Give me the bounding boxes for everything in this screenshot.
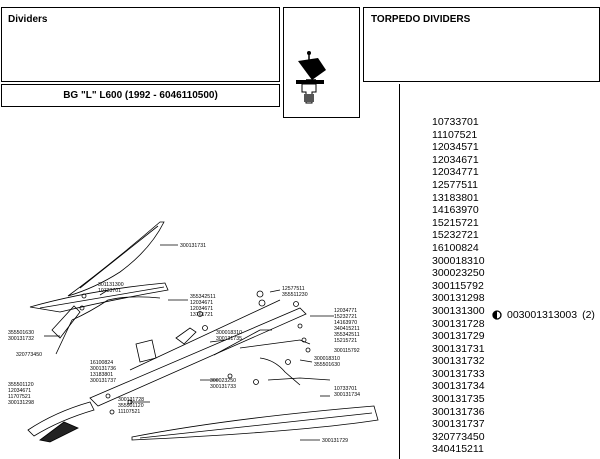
diagram-callout-label: 300131734 <box>334 392 360 398</box>
parts-list-item: 13183801 <box>432 191 479 204</box>
parts-list-item: 300131735 <box>432 393 485 406</box>
diagram-callout-label: 355342511 <box>190 294 216 300</box>
diagram-callout-label: 14163970 <box>334 320 357 326</box>
diagram-callout-label: 12034671 <box>190 300 213 306</box>
thumbnail-box <box>283 7 360 118</box>
diagram-callout-label: 10733701 <box>98 288 121 294</box>
diagram-callout-label: 300115792 <box>334 348 360 354</box>
diagram-callout-label: 320773450 <box>16 352 42 358</box>
diagram-callout-label: 300018310 <box>216 330 242 336</box>
diagram-callout-label: 11707521 <box>8 394 31 400</box>
diagram-callout-label: 301131300 <box>98 282 124 288</box>
parts-list-item: 320773450 <box>432 430 485 443</box>
diagram-labels: 3001317313011313001073370135534251112034… <box>8 243 360 444</box>
diagram-callout-label: 355342511 <box>334 332 360 338</box>
page-title: TORPEDO DIVIDERS <box>371 14 471 25</box>
diagram-callout-label: 300131735 <box>216 336 242 342</box>
diagram-callout-label: 300131736 <box>90 366 116 372</box>
diagram-callout-label: 355501630 <box>314 362 340 368</box>
diagram-callout-label: 300131729 <box>322 438 348 444</box>
parts-list-item: 300115792 <box>432 279 484 292</box>
parts-list-item: 340415211 <box>432 443 484 456</box>
parts-list-item: 300023250 <box>432 267 485 280</box>
diagram-callout-label: 300131728 <box>118 397 144 403</box>
parts-list-item: 12577511 <box>432 178 478 191</box>
divider-thumbnail-icon <box>296 51 326 104</box>
parts-list-item: 300018310 <box>432 254 485 267</box>
parts-list-item: 300131732 <box>432 355 485 368</box>
diagram-callout-label: 300131737 <box>90 378 116 384</box>
diagram-callout-label: 355511230 <box>282 292 308 298</box>
diagram-callout-label: 340415211 <box>334 326 360 332</box>
parts-list-item: 300131728 <box>432 317 485 330</box>
diagram-callout-label: 15215721 <box>334 338 357 344</box>
parts-list-item: 300131298 <box>432 292 485 305</box>
parts-list-item: 12034771 <box>432 166 479 179</box>
parts-list-item: 16100824 <box>432 241 479 254</box>
diagram-callout-label: 15232721 <box>334 314 357 320</box>
parts-list-item: 300131734 <box>432 380 485 393</box>
diagram-callout-label: 300023250 <box>210 378 236 384</box>
parts-list-item: 11107521 <box>432 128 478 141</box>
diagram-callout-label: 13761721 <box>190 312 213 318</box>
parts-list-item: 15232721 <box>432 229 479 242</box>
parts-list-item: 15215721 <box>432 216 479 229</box>
parts-list-item: 300131736 <box>432 405 485 418</box>
diagram-callout-label: 300131731 <box>180 243 206 249</box>
diagram-callout-label: 12577511 <box>282 286 305 292</box>
section-box: Dividers <box>1 7 280 82</box>
title-box: TORPEDO DIVIDERS <box>363 7 600 82</box>
highlight-quantity: (2) <box>582 309 595 321</box>
parts-list-item: 300131731 <box>432 342 485 355</box>
parts-list-item: 12034671 <box>432 153 479 166</box>
highlight-reference: 003001313003 (2) <box>492 309 595 321</box>
diagram-callout-label: 300018310 <box>314 356 340 362</box>
diagram-callout-label: 10733701 <box>334 386 357 392</box>
column-divider <box>399 84 400 459</box>
model-box: BG "L" L600 (1992 - 6046110500) <box>1 84 280 107</box>
diagram-callout-label: 12034671 <box>8 388 31 394</box>
parts-list-item: 12034571 <box>432 141 479 154</box>
parts-list-item: 300131733 <box>432 367 485 380</box>
diagram-callout-label: 300131732 <box>8 336 34 342</box>
diagram-callout-label: 11107521 <box>118 409 140 415</box>
parts-list-item: 300131737 <box>432 418 485 431</box>
highlight-part-number: 003001313003 <box>507 309 578 321</box>
diagram-callout-label: 355501120 <box>118 403 144 409</box>
half-filled-circle-icon <box>492 310 502 320</box>
parts-list-item: 10733701 <box>432 116 479 128</box>
diagram-callout-label: 12034771 <box>334 308 357 314</box>
diagram-callout-label: 300131733 <box>210 384 236 390</box>
diagram-callout-label: 16100824 <box>90 360 113 366</box>
parts-list-item: 14163970 <box>432 204 479 217</box>
diagram-parts <box>27 221 379 443</box>
model-line: BG "L" L600 (1992 - 6046110500) <box>63 90 218 101</box>
diagram-callout-label: 12034671 <box>190 306 213 312</box>
diagram-callout-label: 13183801 <box>90 372 113 378</box>
diagram-callout-label: 300131298 <box>8 400 34 406</box>
section-title: Dividers <box>8 14 48 25</box>
diagram-callout-label: 355501120 <box>8 382 34 388</box>
diagram-callout-label: 355501630 <box>8 330 34 336</box>
parts-list-item: 300131300 <box>432 304 485 317</box>
parts-list-item: 300131729 <box>432 330 485 343</box>
